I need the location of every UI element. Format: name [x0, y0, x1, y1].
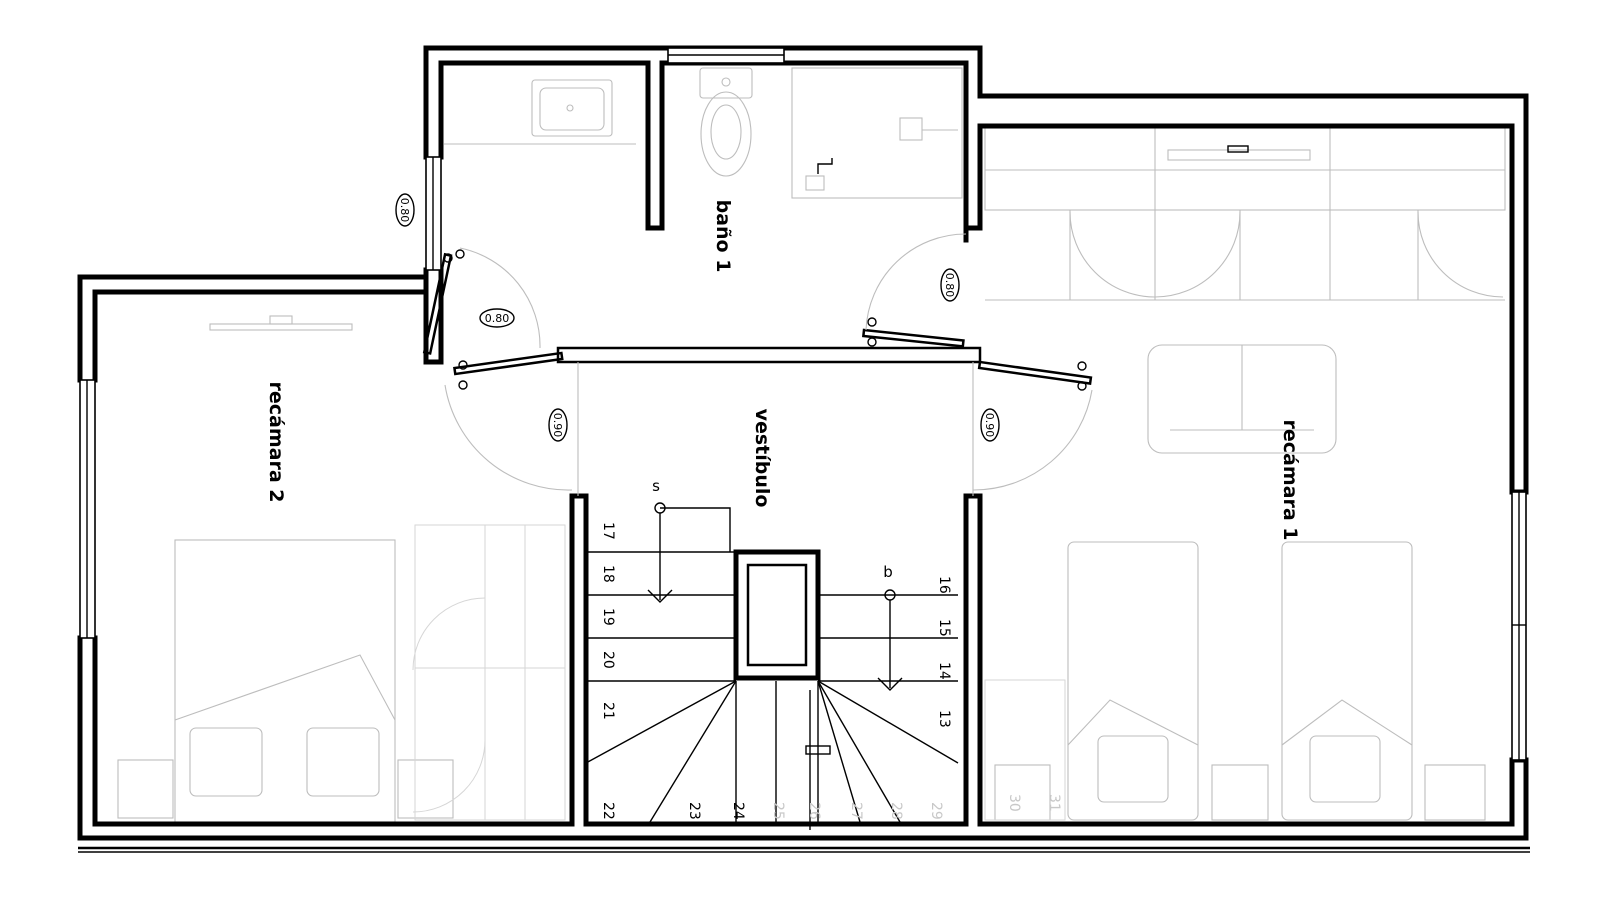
step-number: 28: [888, 802, 904, 820]
svg-text:0.80: 0.80: [398, 198, 411, 223]
step-number: 20: [600, 651, 616, 669]
wall-north: [423, 45, 1529, 495]
wall-bath-vestibule: [556, 346, 982, 364]
step-number: 13: [936, 710, 952, 728]
step-number: 16: [936, 576, 952, 594]
step-number: 19: [600, 608, 616, 626]
doors: [422, 233, 1093, 496]
bedroom1-bed-right: [1281, 541, 1413, 821]
stair-well: [733, 549, 821, 681]
step-number: 27: [848, 802, 864, 820]
svg-text:0.80: 0.80: [485, 312, 510, 325]
step-number: 22: [600, 802, 616, 820]
step-number: 25: [770, 802, 786, 820]
door-dimension-badge: 0.80: [395, 193, 415, 227]
bedroom1-nightstands: [984, 679, 1486, 821]
walls: [77, 45, 1530, 853]
wall-bedroom2-north-inner: [92, 289, 429, 383]
room-label-bath: baño 1: [712, 200, 734, 273]
room-label-vestibule: vestíbulo: [751, 409, 773, 508]
step-number: 30: [1006, 794, 1022, 812]
room-label-bedroom1: recámara 1: [1279, 420, 1301, 541]
stairs-right-flight: [817, 594, 959, 764]
bedroom2-bed: [117, 539, 454, 823]
svg-text:0.90: 0.90: [551, 413, 564, 438]
svg-text:0.80: 0.80: [943, 273, 956, 298]
stair-well-inner: [746, 563, 808, 667]
step-number: 23: [686, 802, 702, 820]
stairs-down-marker: b: [883, 563, 893, 581]
door-bedroom2: [444, 351, 579, 496]
door-dimension-badge: 0.80: [479, 308, 515, 328]
stairs-up-arrow: [647, 502, 731, 603]
step-number: 18: [600, 565, 616, 583]
stairs-up-marker: s: [652, 477, 660, 495]
room-labels: baño 1 recámara 2 vestíbulo recámara 1: [265, 200, 1301, 541]
bath-toilet: [699, 67, 753, 177]
bedroom1-closets: [984, 127, 1506, 301]
furniture-layer: [117, 67, 1506, 823]
stairs-down-arrow: [877, 589, 903, 691]
stairs-bottom-flight: [735, 680, 901, 830]
door-dimension-badge: 0.80: [940, 268, 960, 302]
step-number: 31: [1046, 794, 1062, 812]
step-number: 24: [730, 802, 746, 820]
svg-text:0.90: 0.90: [983, 413, 996, 438]
door-dimension-badge: 0.90: [548, 408, 568, 442]
room-label-bedroom2: recámara 2: [265, 382, 287, 503]
step-number: 15: [936, 619, 952, 637]
staircase: s b 17 18 19 20 21 22 23 24 25 26 27 28 …: [585, 477, 1062, 830]
door-dimensions: 0.80 0.80 0.80 0.90 0.90: [395, 193, 1000, 442]
door-bath-east: [861, 233, 967, 348]
step-number: 26: [806, 802, 822, 820]
wall-north-inner: [438, 60, 1515, 495]
stairs-left-flight: [585, 551, 737, 823]
step-number: 17: [600, 522, 616, 540]
wall-south: [77, 635, 1529, 841]
bedroom1-bed-left: [1067, 541, 1199, 821]
step-number: 21: [600, 702, 616, 720]
bedroom1-sofa: [1147, 344, 1337, 454]
step-number: 29: [928, 802, 944, 820]
bedroom2-closet: [412, 524, 566, 821]
wall-bedroom2-north: [77, 274, 429, 383]
door-bath-west: [422, 247, 541, 355]
door-bedroom1: [972, 360, 1093, 496]
step-number: 14: [936, 662, 952, 680]
bedroom2-shelf: [209, 315, 353, 331]
bath-sink: [444, 79, 636, 145]
bath-shower: [791, 67, 963, 199]
wall-south-inner: [92, 493, 1515, 827]
windows: [79, 47, 1527, 761]
door-dimension-badge: 0.90: [980, 408, 1000, 442]
